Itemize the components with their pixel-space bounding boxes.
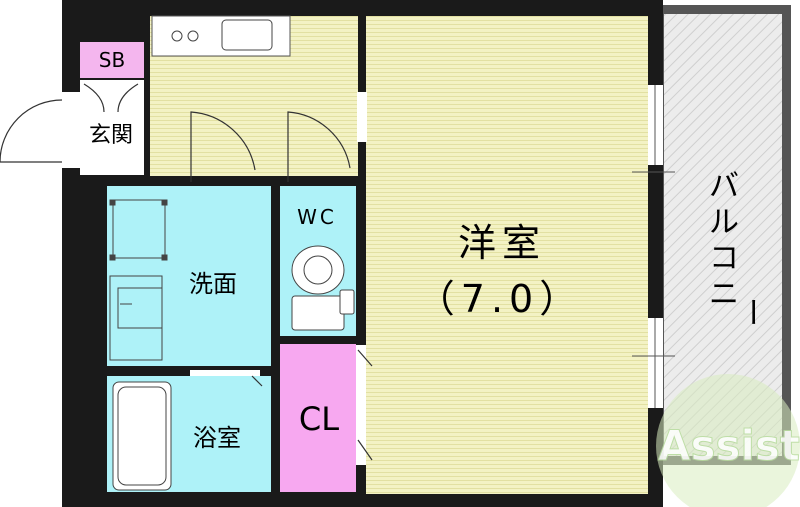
closet-floor (280, 344, 356, 492)
shoe-box-label: SB (99, 48, 125, 72)
entrance-floor (80, 80, 144, 175)
shoe-box-door (83, 83, 139, 113)
logo-text: Assist (658, 421, 800, 470)
washroom-fixtures (109, 199, 168, 361)
washing-machine-pan (112, 199, 166, 259)
kitchen-counter (151, 15, 291, 57)
balcony-label: バ ル コ ニ ー (709, 169, 769, 327)
balcony-char-0: バ (709, 169, 739, 204)
toilet-label: WC (297, 205, 337, 229)
entrance-door (0, 99, 63, 163)
balcony-char-2: コ (709, 241, 739, 276)
window-lines (632, 85, 675, 408)
closet-label: CL (299, 400, 339, 438)
stove-burner-right (187, 30, 199, 42)
closet-door (357, 349, 373, 461)
kitchen-sink (221, 19, 273, 51)
toilet-door (287, 111, 351, 182)
bathtub (112, 381, 172, 491)
western-room-floor (366, 16, 648, 494)
internal-walls (80, 16, 366, 494)
bath-door (251, 375, 263, 387)
shoe-box-floor (80, 42, 144, 78)
balcony-char-3: ニ (709, 277, 739, 312)
stove-burner-left (171, 30, 183, 42)
balcony-char-4: ー (734, 297, 769, 327)
bathroom-label: 浴室 (193, 424, 241, 452)
washroom-label: 洗面 (189, 270, 237, 298)
openings (62, 85, 663, 465)
entrance-label: 玄関 (89, 123, 133, 148)
balcony (655, 5, 791, 465)
western-room-size: （7.0） (417, 277, 583, 321)
washroom-door (190, 111, 256, 182)
western-room-label: 洋室 (458, 221, 546, 265)
toilet-fixture (291, 245, 355, 331)
assist-logo: Assist (656, 374, 800, 507)
doors (0, 83, 373, 461)
balcony-char-1: ル (709, 205, 739, 240)
